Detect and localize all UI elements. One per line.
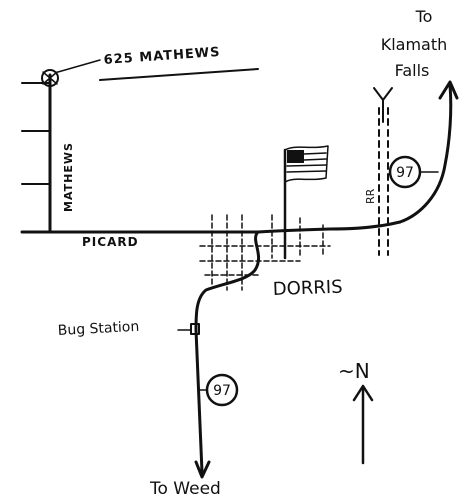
arrow-to-klamath-falls <box>438 80 459 100</box>
to-klamath-falls-line-2: Klamath <box>381 35 448 54</box>
bug-station-marker <box>190 323 200 335</box>
highway-97-north <box>398 83 453 224</box>
address-underline <box>99 68 259 81</box>
route-97-north-label: 97 <box>396 165 414 181</box>
railroad-label: RR <box>364 188 377 204</box>
bug-station-label: Bug Station <box>57 319 139 339</box>
address-label: 625 MATHEWS <box>103 45 221 68</box>
to-weed-label: To Weed <box>149 479 221 499</box>
picard-street-label: PICARD <box>82 235 139 249</box>
north-arrow-icon <box>352 384 374 465</box>
railroad-crossing-icon <box>373 87 393 123</box>
to-klamath-falls-line-1: To <box>415 7 433 26</box>
address-leader-line <box>57 59 101 73</box>
to-klamath-falls-line-3: Falls <box>395 61 430 80</box>
circle-marker-icon <box>41 69 59 87</box>
mathews-street-label: MATHEWS <box>62 142 75 212</box>
picard-road <box>20 220 402 234</box>
route-97-south-label: 97 <box>213 383 231 399</box>
dorris-town-label: DORRIS <box>272 277 342 300</box>
north-label: ~N <box>338 359 370 383</box>
highway-97-south <box>194 230 261 474</box>
arrow-to-weed <box>194 460 211 479</box>
us-flag-icon <box>283 145 329 260</box>
dorris-street-grid <box>199 214 331 291</box>
